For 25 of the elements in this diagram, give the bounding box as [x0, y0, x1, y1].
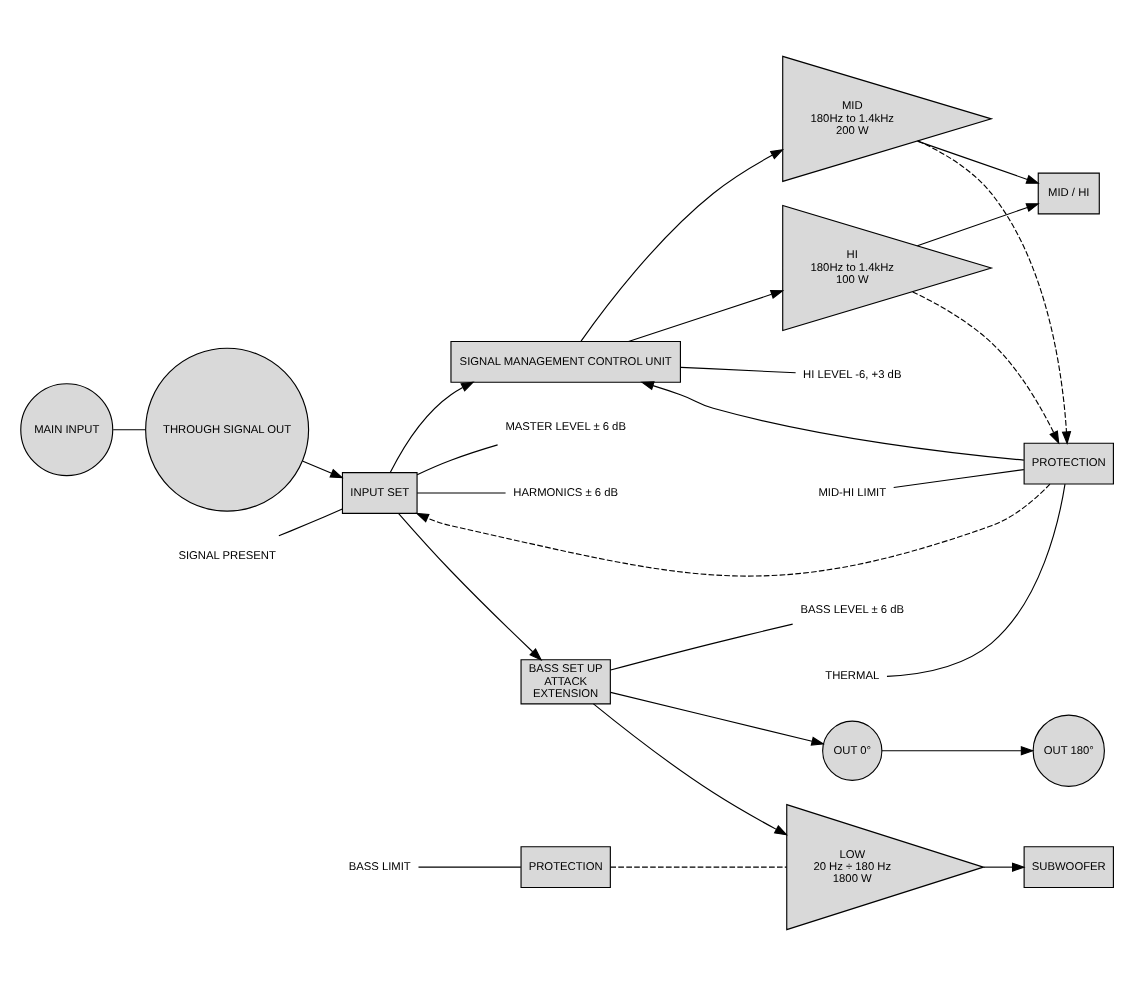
arrow [610, 690, 825, 745]
connector [886, 482, 1066, 676]
arrow [916, 139, 1040, 183]
arrow [640, 380, 1025, 460]
arrow [917, 139, 1072, 444]
arrow [627, 288, 785, 342]
connector [416, 491, 507, 493]
arrow [916, 202, 1040, 246]
arrow [580, 148, 784, 341]
arrow [415, 482, 1051, 576]
arrow [302, 459, 344, 478]
arrow [881, 744, 1035, 755]
connector [278, 507, 343, 536]
arrow [398, 511, 543, 660]
connector [610, 622, 794, 670]
connector [680, 365, 797, 373]
arrow [983, 861, 1026, 871]
connector [417, 865, 522, 867]
arrow [592, 702, 788, 835]
arrow [912, 290, 1060, 444]
connector [112, 428, 146, 430]
connector [893, 468, 1025, 488]
connector [416, 443, 499, 475]
arrow [389, 380, 475, 473]
connector [610, 865, 788, 867]
